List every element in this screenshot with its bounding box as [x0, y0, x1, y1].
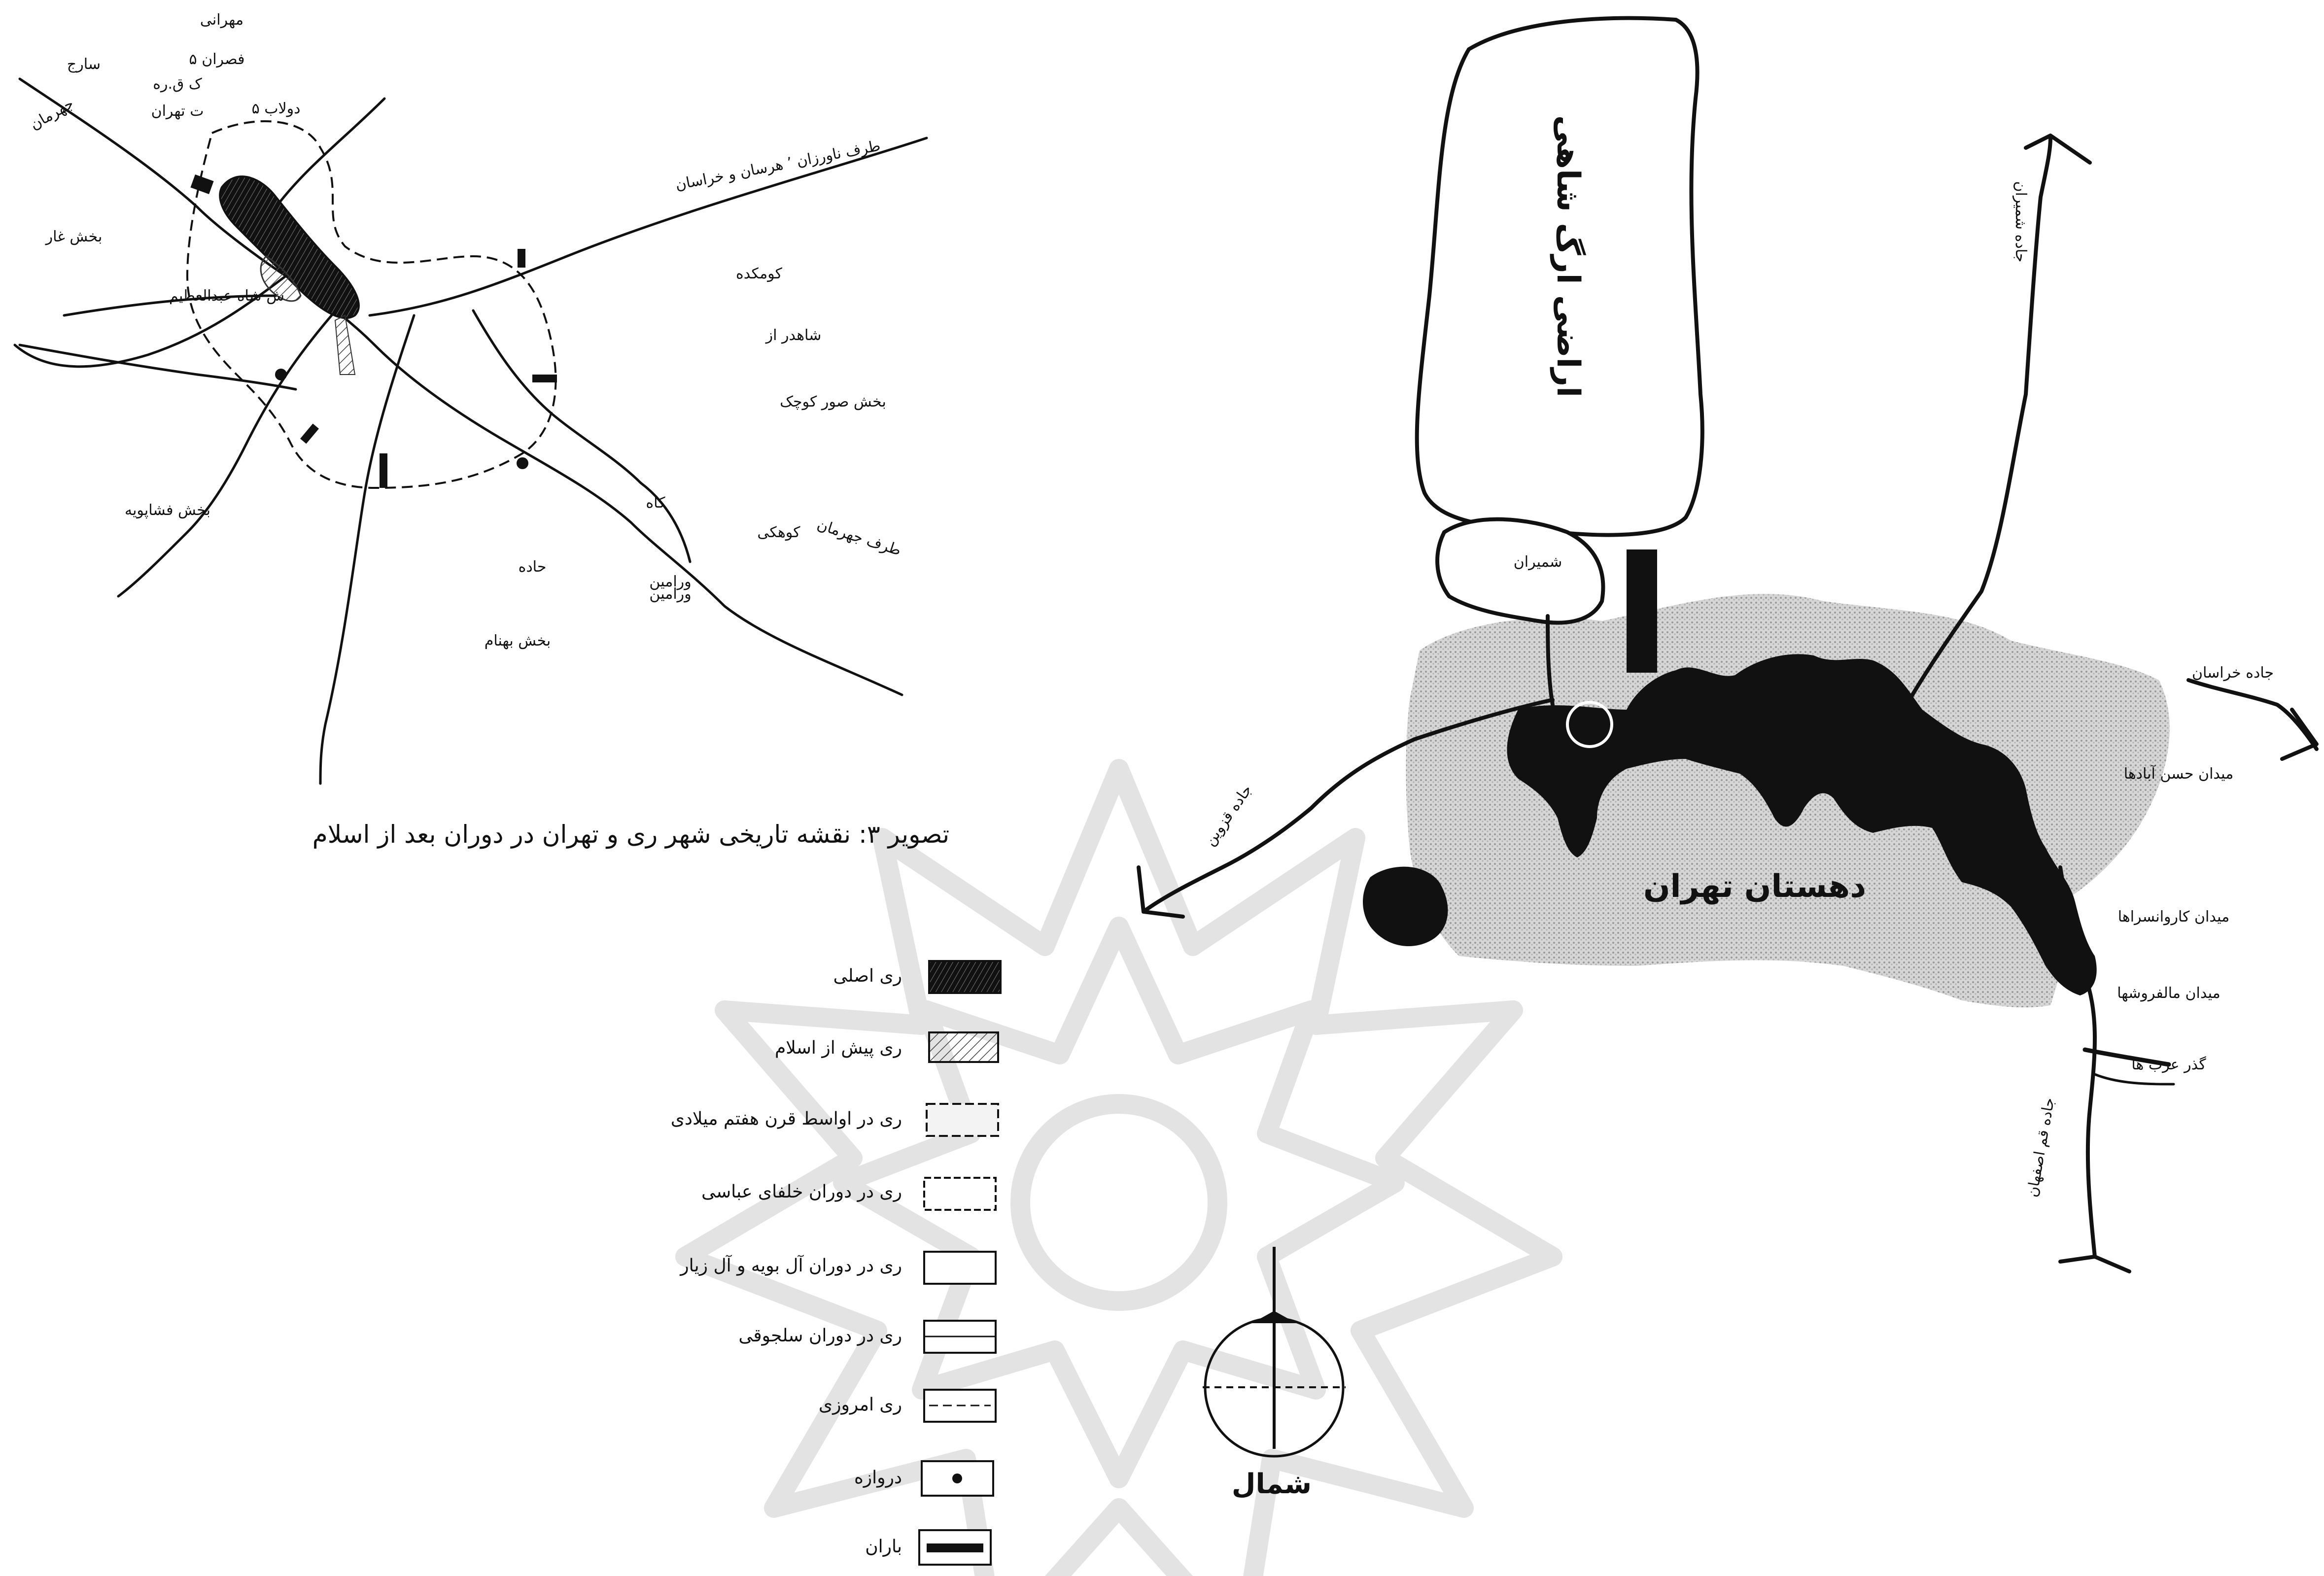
tehran-label-road-khorasan: جاده خراسان — [2192, 664, 2274, 682]
hm-label-road-sud: طرف جهرمان — [815, 516, 903, 559]
hm-label-ghar: بخش غار — [45, 228, 103, 245]
tehran-label-road-qom: جاده قم اصفهان — [2024, 1096, 2058, 1199]
legend-label-8: باران — [865, 1537, 902, 1557]
hm-label-dolab: دولاب ۵ — [252, 100, 301, 117]
hm-label-bakhsh-behnam: بخش بهنام — [485, 632, 551, 650]
hm-label-tehran: ت تهران — [151, 103, 204, 120]
hm-label-varamin-sud: ورامین — [649, 573, 691, 590]
tehran-label-road-qazvin: جاده قزوین — [1201, 782, 1256, 849]
legend-label-4: ری در دوران آل بویه و آل زیار — [679, 1254, 902, 1276]
tehran-ark-circle — [1566, 701, 1613, 748]
legend-swatch-2 — [926, 1103, 999, 1137]
tehran-black-blob — [1363, 866, 1448, 946]
watermark-rosette — [675, 759, 1562, 1576]
hm-label-bakhsh-kuchak: بخش صور کوچک — [780, 393, 886, 411]
legend-label-2: ری در اواسط قرن هفتم میلادی — [671, 1109, 902, 1129]
hm-label-kuhgi: کوهکی — [757, 524, 800, 541]
tehran-palace-lands — [1415, 16, 1704, 537]
legend-swatch-0 — [928, 960, 1002, 994]
hm-label-jadeh: حاده — [519, 558, 547, 576]
historical-map: مهرانی فصران ۵ سارج جهرمان ک ق.ره ت تهرا… — [13, 11, 949, 849]
hm-label-kan: کاه — [646, 494, 665, 512]
tehran-road-shemiran — [1886, 136, 2052, 741]
tehran-label-sq-4: گذر عرب ها — [2131, 1056, 2206, 1073]
hm-label-northwest-1: سارج — [67, 56, 101, 73]
hm-caption: تصویر ۳: نقشه تاریخی شهر ری و تهران در د… — [312, 820, 949, 849]
legend-swatch-1 — [928, 1031, 999, 1063]
tehran-label-palace-lands: اراضی ارگ شاهی — [1550, 115, 1587, 397]
tehran-label-shemiran: شمیران — [1514, 553, 1562, 571]
hm-label-northwest-3: ک ق.ره — [153, 75, 202, 93]
hm-label-varamin: ورامین — [649, 585, 691, 603]
legend-swatch-4 — [923, 1251, 997, 1285]
hm-label-kohmadeh: کومکده — [736, 265, 783, 282]
north-arrow: شمال — [1203, 1247, 1346, 1500]
tehran-label-sq-1: میدان حسن آبادها — [2124, 765, 2234, 783]
legend: ری اصلی ری پیش از اسلام ری در اواسط قرن … — [671, 960, 1002, 1566]
north-label: شمال — [1232, 1468, 1312, 1500]
legend-label-0: ری اصلی — [833, 966, 902, 986]
tehran-road-qazvin — [1142, 698, 1555, 914]
tehran-label-village: دهستان تهران — [1643, 868, 1866, 905]
legend-swatch-3 — [923, 1177, 997, 1211]
hm-label-top-2: فصران ۵ — [189, 51, 245, 68]
legend-label-5: ری در دوران سلجوقی — [738, 1326, 902, 1346]
legend-label-7: دروازه — [854, 1468, 902, 1488]
tehran-road-khorasan — [2186, 678, 2319, 751]
legend-label-6: ری امروزی — [819, 1395, 902, 1415]
tehran-old-city — [1507, 654, 2097, 995]
tehran-label-road-shemiran: جاده شمیران — [2012, 181, 2029, 263]
tehran-road-qom — [2058, 865, 2097, 1259]
hm-label-shah-abdolazim: ش شاه عبدالعظیم — [169, 287, 284, 305]
hm-label-bakhsh-fashapuyeh: بخش فشاپویه — [125, 502, 210, 519]
tehran-label-sq-3: میدان مالفروشها — [2117, 985, 2220, 1002]
legend-label-3: ری در دوران خلفای عباسی — [701, 1182, 902, 1202]
hm-label-shahrara: شاهدر از — [765, 327, 822, 344]
tehran-map: اراضی ارگ شاهی شمیران جاده شمیران جاده خ… — [1137, 16, 2319, 1273]
legend-label-1: ری پیش از اسلام — [775, 1038, 902, 1058]
hm-label-top-1: مهرانی — [200, 11, 243, 29]
tehran-shemiran — [1435, 517, 1605, 625]
tehran-label-sq-2: میدان کاروانسراها — [2118, 908, 2229, 925]
tehran-connector — [1627, 549, 1657, 673]
